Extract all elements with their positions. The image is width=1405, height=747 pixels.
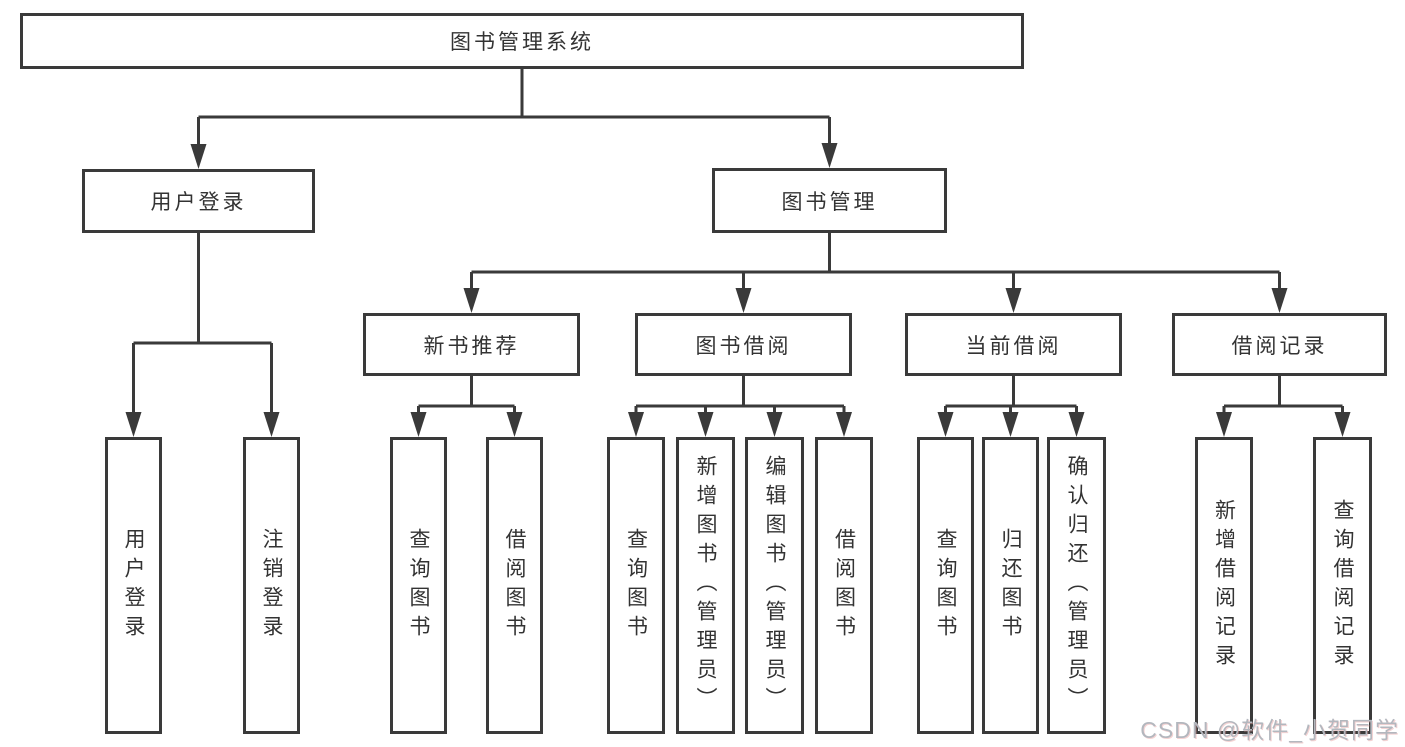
leaf-query-borrow-record: 查询借阅记录 — [1313, 437, 1372, 734]
node-current-borrow: 当前借阅 — [905, 313, 1122, 376]
leaf-logout: 注销登录 — [243, 437, 300, 734]
node-book-borrow: 图书借阅 — [635, 313, 852, 376]
leaf-user-login: 用户登录 — [105, 437, 162, 734]
leaf-borrow-books-2: 借阅图书 — [815, 437, 873, 734]
node-book-management: 图书管理 — [712, 168, 947, 233]
leaf-query-books-1: 查询图书 — [390, 437, 447, 734]
node-new-book-recommend: 新书推荐 — [363, 313, 580, 376]
node-user-login: 用户登录 — [82, 169, 315, 233]
leaf-return-books: 归还图书 — [982, 437, 1039, 734]
leaf-query-books-2: 查询图书 — [607, 437, 665, 734]
leaf-confirm-return-admin: 确认归还（管理员） — [1047, 437, 1106, 734]
leaf-add-books-admin: 新增图书（管理员） — [676, 437, 735, 734]
node-root-library-system: 图书管理系统 — [20, 13, 1024, 69]
node-borrow-records: 借阅记录 — [1172, 313, 1387, 376]
leaf-add-borrow-record: 新增借阅记录 — [1195, 437, 1253, 734]
leaf-query-books-3: 查询图书 — [917, 437, 974, 734]
leaf-edit-books-admin: 编辑图书（管理员） — [745, 437, 804, 734]
arrowheads — [125, 143, 1351, 437]
leaf-borrow-books-1: 借阅图书 — [486, 437, 543, 734]
